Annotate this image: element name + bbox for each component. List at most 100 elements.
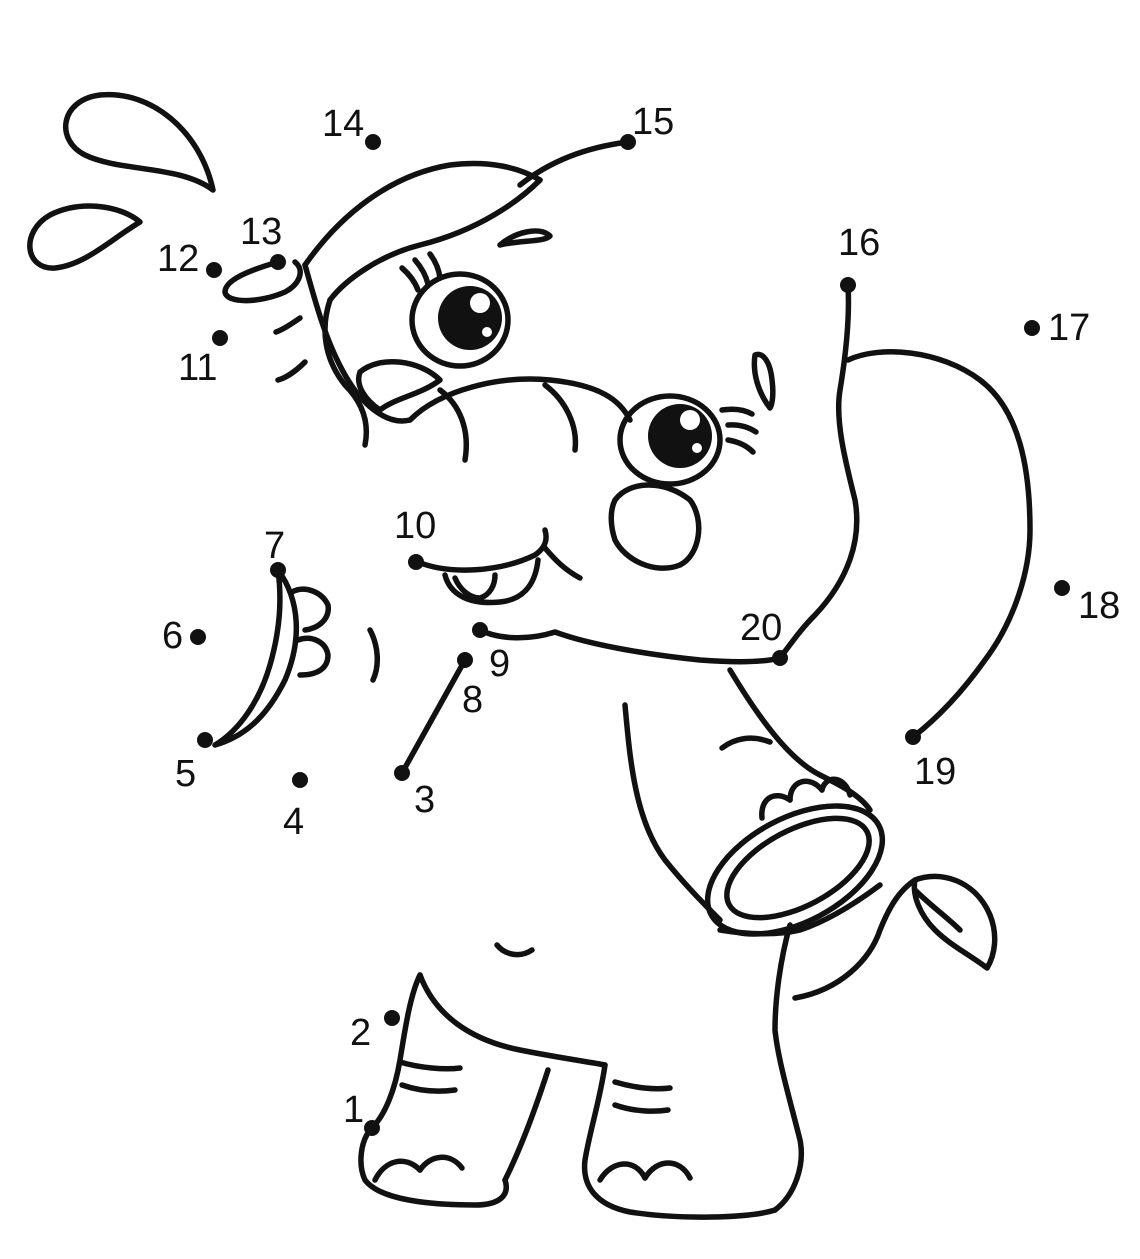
dot-label-12: 12 [157,238,199,280]
dot-6[interactable] [190,629,206,645]
right-eye-highlight-big [680,410,700,430]
dot-12[interactable] [206,262,222,278]
front-toe-2 [642,1160,693,1181]
head-right-side [777,282,860,661]
left-eye-lash-3 [427,251,443,281]
dot-label-2: 2 [350,1012,371,1054]
foot-sole-outer [704,803,886,937]
dot-label-5: 5 [175,753,196,795]
trunk-underside [322,297,369,448]
left-eye-highlight-small [482,327,492,337]
mouth-corner [542,545,583,581]
tail-base [717,882,883,937]
dot-label-9: 9 [489,643,510,685]
head-line-to-15 [517,139,631,188]
right-eye-highlight-small [692,443,702,453]
mouth-lower [442,557,541,606]
dot-17[interactable] [1024,320,1040,336]
hind-toe-2 [417,1154,465,1173]
jaw-line [477,627,783,665]
hind-toe-1 [372,1158,423,1183]
front-crease-2 [612,1102,671,1114]
head-right-contour [327,177,543,303]
numbered-dots: 1 2 3 4 5 6 7 8 9 10 11 12 13 [157,101,1120,1136]
hind-leg-left [358,1125,509,1208]
mouth-tooth [452,572,498,601]
tail-tuft-line [912,887,963,933]
dot-18[interactable] [1054,580,1070,596]
foot-toe-1 [759,793,793,821]
small-arc [367,627,380,683]
front-toe-1 [597,1161,648,1183]
trunk-tip [222,259,303,304]
dot-14[interactable] [365,134,381,150]
right-eye-outer [617,393,723,487]
tail [792,877,918,1001]
crescent-curve [212,567,300,748]
front-crease-1 [612,1079,673,1092]
right-eye-lash-2 [725,422,759,435]
left-eye-outer [409,271,511,369]
forehead-line [407,376,633,423]
head-top [302,160,543,268]
dot-5[interactable] [197,732,213,748]
forehead-crease [437,387,469,463]
dot-label-13: 13 [240,211,282,253]
dot-1[interactable] [364,1120,380,1136]
dot-4[interactable] [292,772,308,788]
dot-label-15: 15 [632,101,674,143]
dot-label-17: 17 [1048,307,1090,349]
dot-label-1: 1 [343,1089,364,1131]
toe-bump-2 [295,635,331,678]
dot-label-6: 6 [162,615,183,657]
dot-11[interactable] [212,330,228,346]
foreleg-crease [719,735,773,751]
left-eye-lash-2 [412,257,431,287]
dot-label-8: 8 [462,679,483,721]
hind-leg-upper [369,972,423,1131]
dot-9[interactable] [472,622,488,638]
right-cheek [608,482,702,571]
dot-16[interactable] [840,277,856,293]
toe-bump-1 [289,586,331,633]
foreleg-left [622,702,723,923]
dot-19[interactable] [905,729,921,745]
ear-outline [845,349,1033,740]
foot-sole-inner [724,815,872,921]
tail-tuft [911,873,998,971]
dot-label-19: 19 [914,751,956,793]
brow-mark [497,228,553,248]
belly-mark [494,942,535,958]
foreleg-right [727,667,873,813]
dot-label-7: 7 [264,525,285,567]
dot-label-14: 14 [322,103,364,145]
dot-label-20: 20 [740,607,782,649]
body-left [417,972,608,1068]
foot-toe-3 [819,776,853,798]
dot-3[interactable] [394,765,410,781]
dot-20[interactable] [772,650,788,666]
dot-15[interactable] [620,134,636,150]
hind-leg-inner [502,1067,551,1183]
trunk-wrinkle-2 [275,359,308,383]
hind-crease-2 [399,1082,458,1094]
dot-label-11: 11 [178,347,217,389]
dot-8[interactable] [457,652,473,668]
mouth-upper [415,527,549,573]
dot-label-18: 18 [1078,585,1120,627]
dot-label-4: 4 [283,801,304,843]
trunk-wrinkle-1 [273,315,303,335]
forehead-crease-2 [542,382,579,453]
dot-13[interactable] [270,254,286,270]
dot-label-3: 3 [414,779,435,821]
dot-2[interactable] [384,1010,400,1026]
front-leg-left [581,1062,778,1220]
left-eye-lash-1 [399,265,421,293]
trunk-body [302,262,413,424]
dot-10[interactable] [408,554,424,570]
left-cheek [356,358,443,413]
elephant-line-art [27,91,1033,1220]
dot-label-10: 10 [394,505,436,547]
dot-7[interactable] [270,562,286,578]
